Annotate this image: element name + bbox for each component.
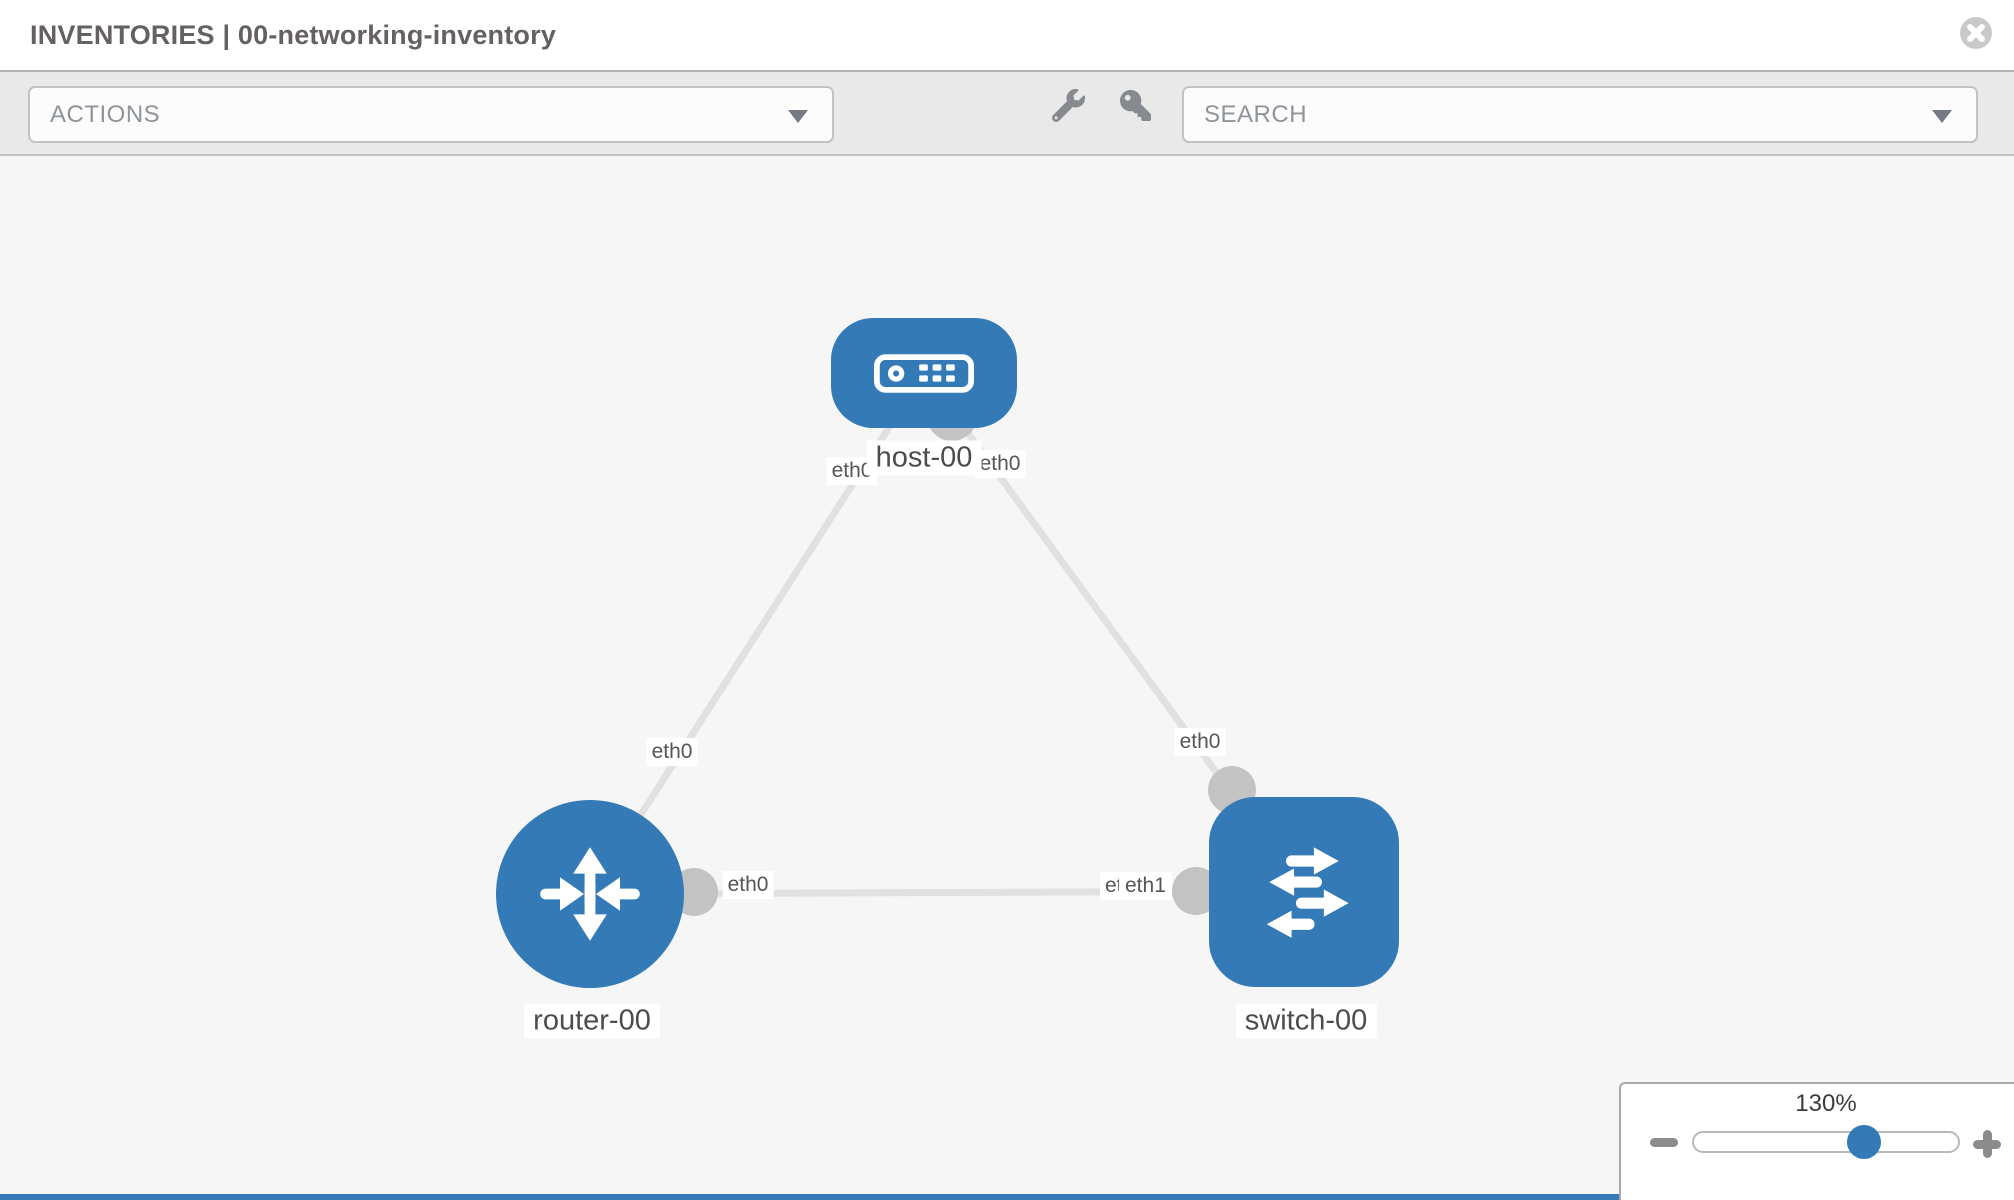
- chevron-down-icon: [1932, 109, 1952, 123]
- interface-label: eth0: [974, 450, 1026, 478]
- topology-canvas[interactable]: [0, 156, 2014, 1200]
- interface-label: eth0: [722, 871, 774, 899]
- page-title: INVENTORIES | 00-networking-inventory: [30, 19, 557, 50]
- node-host-00[interactable]: [831, 318, 1017, 428]
- zoom-in-button[interactable]: [1973, 1130, 2001, 1158]
- node-label-router: router-00: [524, 1003, 660, 1039]
- interface-label: eth0: [1174, 728, 1226, 756]
- node-label-switch: switch-00: [1235, 1003, 1377, 1039]
- switch-icon: [1266, 847, 1349, 938]
- zoom-slider-track[interactable]: [1692, 1131, 1960, 1153]
- key-button[interactable]: [1112, 82, 1158, 128]
- key-icon: [1119, 89, 1151, 121]
- search-placeholder: SEARCH: [1204, 100, 1308, 128]
- toolbar: ACTIONS SEARCH: [0, 70, 2014, 156]
- tools-button[interactable]: [1045, 82, 1091, 128]
- zoom-level-label: 130%: [1795, 1090, 1857, 1117]
- link-router-switch[interactable]: [589, 887, 1304, 898]
- actions-dropdown[interactable]: ACTIONS: [28, 86, 834, 143]
- bottom-accent-bar: [0, 1194, 1620, 1200]
- actions-dropdown-label: ACTIONS: [50, 100, 161, 128]
- zoom-slider-handle[interactable]: [1847, 1125, 1881, 1159]
- interface-label: eth1: [1119, 872, 1172, 900]
- node-router-00[interactable]: [496, 800, 684, 988]
- search-dropdown[interactable]: SEARCH: [1182, 86, 1978, 143]
- plus-icon: [1983, 1130, 1992, 1158]
- host-icon: [874, 353, 974, 393]
- close-button[interactable]: [1958, 16, 1994, 52]
- header: INVENTORIES | 00-networking-inventory: [0, 0, 2014, 70]
- zoom-control-panel: 130%: [1619, 1082, 2014, 1200]
- wrench-icon: [1051, 88, 1085, 122]
- node-switch-00[interactable]: [1209, 797, 1399, 987]
- node-label-host: host-00: [866, 440, 982, 476]
- chevron-down-icon: [788, 109, 808, 123]
- router-icon: [540, 847, 640, 941]
- close-icon: [1960, 17, 1992, 49]
- interface-label: eth0: [646, 738, 698, 766]
- zoom-out-button[interactable]: [1650, 1138, 1678, 1147]
